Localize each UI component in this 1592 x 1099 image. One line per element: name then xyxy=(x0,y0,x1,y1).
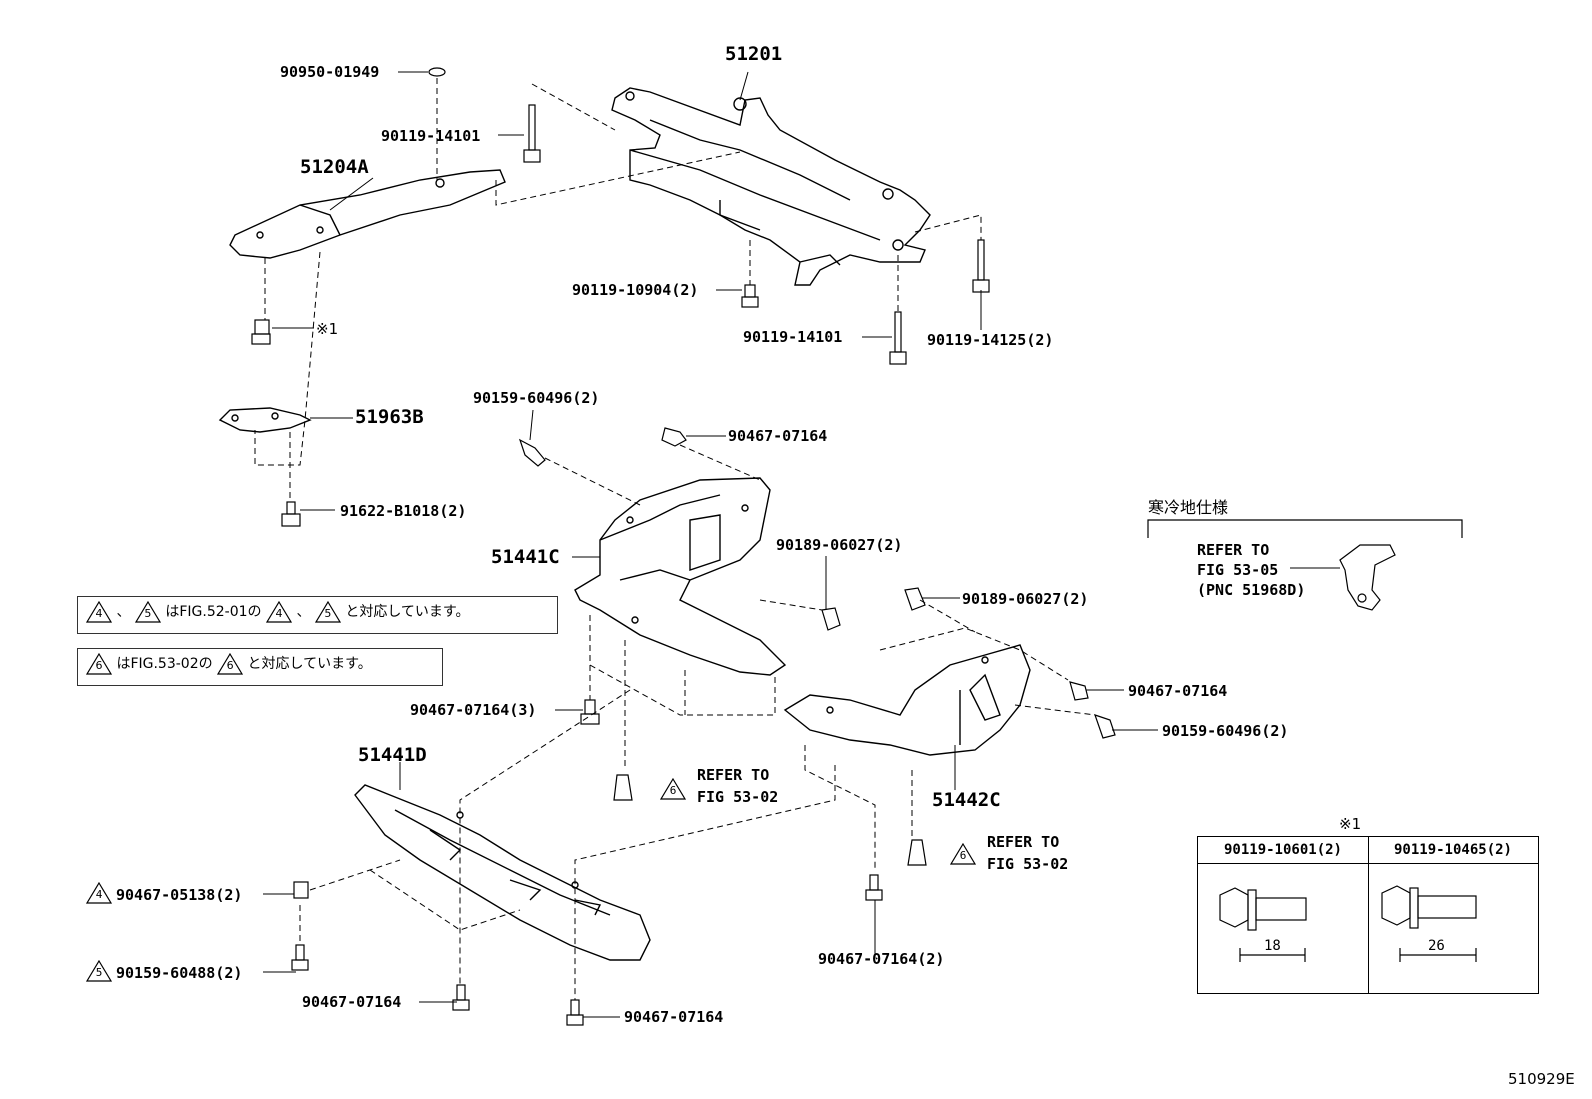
bolt-label-90159-60496-left: 90159-60496(2) xyxy=(473,389,600,407)
note-box2-text-a: はFIG.53-02の xyxy=(116,656,213,672)
part-label-51963B: 51963B xyxy=(355,406,424,428)
bolt-label-90467-05138: 90467-05138(2) xyxy=(116,886,243,904)
note1-marker: ※1 xyxy=(316,320,339,338)
bolt-label-90159-60496-right: 90159-60496(2) xyxy=(1162,722,1289,740)
note-box1-tri2: 5 xyxy=(134,601,161,623)
refer-b-triangle: 6 xyxy=(950,843,976,865)
side-table-bolts xyxy=(1219,885,1477,962)
note-box2-tri2: 6 xyxy=(217,653,244,675)
cold-region-line1: REFER TO xyxy=(1197,541,1270,559)
refer-a-triangle-text: 6 xyxy=(669,784,677,797)
cold-region-group xyxy=(1147,519,1463,611)
side-table-col1-header: 90119-10601(2) xyxy=(1198,837,1368,864)
note-box1-tri2-text: 5 xyxy=(144,607,152,620)
refer-a-line1: REFER TO xyxy=(697,766,770,784)
note-box2-tri1: 6 xyxy=(86,653,112,675)
triangle-marker-4-text: 4 xyxy=(95,888,103,901)
note-box1-tri3-text: 4 xyxy=(275,607,283,620)
crossmember-51201 xyxy=(611,87,931,286)
triangle-marker-5: 5 xyxy=(86,960,112,982)
refer-a-triangle: 6 xyxy=(660,778,686,800)
note-box1-text-a: はFIG.52-01の xyxy=(165,604,262,620)
note-box2-tri2-text: 6 xyxy=(226,659,234,672)
part-label-51201: 51201 xyxy=(725,43,783,65)
side-table-col2-length: 26 xyxy=(1428,938,1445,954)
note-box1-tri4: 5 xyxy=(314,601,341,623)
note-box1-tri3: 4 xyxy=(265,601,292,623)
refer-a-line2: FIG 53-02 xyxy=(697,788,779,806)
cover-51441D xyxy=(354,784,651,961)
bolt-label-90467-07164-2: 90467-07164(2) xyxy=(818,950,945,968)
bolt-label-90119-14125: 90119-14125(2) xyxy=(927,331,1054,349)
triangle-marker-4: 4 xyxy=(86,882,112,904)
side-table-marker: ※1 xyxy=(1339,815,1362,833)
side-table-divider xyxy=(1368,837,1369,993)
bolt-label-91622-B1018: 91622-B1018(2) xyxy=(340,502,467,520)
side-table-col2-header: 90119-10465(2) xyxy=(1368,837,1538,864)
side-table-col1-length: 18 xyxy=(1264,938,1281,954)
side-table: 90119-10601(2) 90119-10465(2) xyxy=(1197,836,1539,994)
bolt-label-90159-60488: 90159-60488(2) xyxy=(116,964,243,982)
note-box2-tri1-text: 6 xyxy=(95,659,103,672)
bolt-label-90467-07164-a: 90467-07164 xyxy=(728,427,828,445)
leader-lines xyxy=(263,71,1340,1018)
note-box1-sep2: 、 xyxy=(296,604,311,620)
note-box1-tri1: 4 xyxy=(86,601,112,623)
part-label-51204A: 51204A xyxy=(300,156,369,178)
figure-id: 510929E xyxy=(1508,1070,1575,1088)
note-box1-tri1-text: 4 xyxy=(95,607,103,620)
bolt-label-90119-14101-mid: 90119-14101 xyxy=(743,328,843,346)
cold-region-line2: FIG 53-05 xyxy=(1197,561,1279,579)
note-box1-sep: 、 xyxy=(116,604,131,620)
bolt-label-90189-06027-b: 90189-06027(2) xyxy=(962,590,1089,608)
note-box1-tri4-text: 5 xyxy=(324,607,332,620)
note-box-fig53: 6 はFIG.53-02の 6 と対応しています。 xyxy=(77,648,443,686)
bolt-label-90467-07164-c: 90467-07164 xyxy=(302,993,402,1011)
cover-51442C xyxy=(783,644,1031,756)
part-label-51441C: 51441C xyxy=(491,546,560,568)
member-51204A xyxy=(229,169,506,259)
bolt-label-90467-07164-3: 90467-07164(3) xyxy=(410,701,537,719)
bolt-label-90189-06027-a: 90189-06027(2) xyxy=(776,536,903,554)
part-label-51441D: 51441D xyxy=(358,744,427,766)
bracket-51963B xyxy=(218,407,312,433)
note-box-fig52: 4 、 5 はFIG.52-01の 4 、 5 と対応しています。 xyxy=(77,596,558,634)
bolt-label-90119-14101-top: 90119-14101 xyxy=(381,127,481,145)
note-box2-text-b: と対応しています。 xyxy=(247,656,372,672)
dashed-lines xyxy=(254,78,1096,1000)
refer-b-line2: FIG 53-02 xyxy=(987,855,1069,873)
part-label-51442C: 51442C xyxy=(932,789,1001,811)
bolt-label-90950-01949: 90950-01949 xyxy=(280,63,380,81)
bolt-label-90467-07164-b: 90467-07164 xyxy=(1128,682,1228,700)
note-box1-text-b: と対応しています。 xyxy=(345,604,470,620)
refer-b-line1: REFER TO xyxy=(987,833,1060,851)
cold-region-line3: (PNC 51968D) xyxy=(1197,581,1306,599)
cover-51441C xyxy=(574,477,787,676)
refer-b-triangle-text: 6 xyxy=(959,849,967,862)
bolt-label-90467-07164-d: 90467-07164 xyxy=(624,1008,724,1026)
triangle-marker-5-text: 5 xyxy=(95,966,103,979)
cold-region-title: 寒冷地仕様 xyxy=(1148,498,1229,517)
bolt-label-90119-10904: 90119-10904(2) xyxy=(572,281,699,299)
